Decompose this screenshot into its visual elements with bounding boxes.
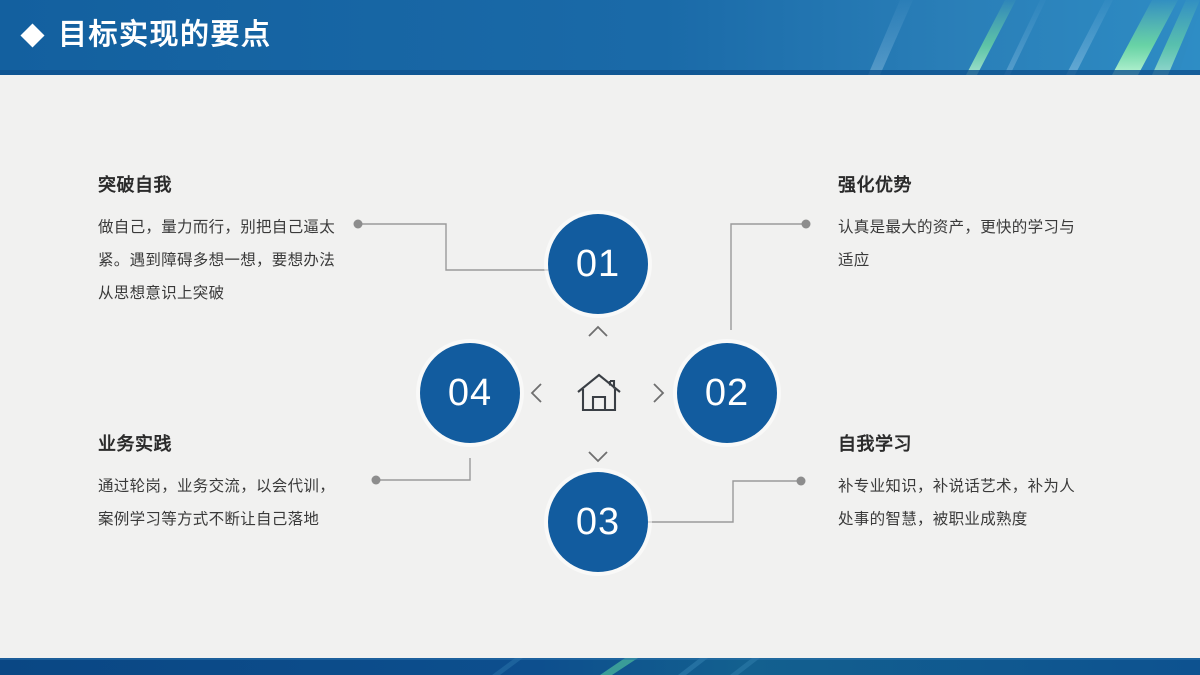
chevron-right-icon [653,383,665,403]
node-circle-04[interactable]: 04 [420,343,520,443]
connector-dot-01 [353,219,363,229]
connector-dot-04 [371,475,381,485]
chevron-down-icon [588,451,608,463]
node-number-03: 03 [575,500,621,543]
footer-light-streaks [0,658,1200,675]
block-title-bottom-right: 自我学习 [838,434,912,454]
connector-02 [730,223,802,330]
connector-04 [380,458,471,481]
chevron-up-icon [588,325,608,337]
slide-footer [0,658,1200,675]
block-body-bottom-left: 通过轮岗，业务交流，以会代训，案例学习等方式不断让自己落地 [98,478,336,528]
connector-01 [362,223,552,271]
diamond-icon [20,22,45,48]
text-block-top-left: 突破自我 做自己，量力而行，别把自己逼太紧。遇到障碍多想一想，要想办法从思想意识… [98,171,348,310]
block-body-top-left: 做自己，量力而行，别把自己逼太紧。遇到障碍多想一想，要想办法从思想意识上突破 [98,219,336,302]
block-title-bottom-left: 业务实践 [98,434,172,454]
text-block-bottom-right: 自我学习 补专业知识，补说话艺术，补为人处事的智慧，被职业成熟度 [838,430,1088,536]
header-title-group: 目标实现的要点 [20,0,272,70]
slide-header: 目标实现的要点 [0,0,1200,75]
header-light-streaks [0,0,1200,75]
home-icon [577,373,621,412]
text-block-top-right: 强化优势 认真是最大的资产，更快的学习与适应 [838,171,1088,277]
block-title-top-right: 强化优势 [838,175,912,195]
connector-dot-03 [796,476,806,486]
chevron-left-icon [530,383,542,403]
text-block-bottom-left: 业务实践 通过轮岗，业务交流，以会代训，案例学习等方式不断让自己落地 [98,430,348,536]
node-number-01: 01 [575,242,621,285]
connector-dot-02 [801,219,811,229]
node-circle-03[interactable]: 03 [548,472,648,572]
block-title-top-left: 突破自我 [98,175,172,195]
connector-lines [353,219,811,523]
node-number-04: 04 [447,371,493,414]
node-circle-02[interactable]: 02 [677,343,777,443]
block-body-bottom-right: 补专业知识，补说话艺术，补为人处事的智慧，被职业成熟度 [838,478,1076,528]
page-title: 目标实现的要点 [58,18,272,51]
connector-03 [648,480,797,523]
node-number-02: 02 [704,371,750,414]
center-diagram: 01 02 03 04 [0,75,1200,658]
block-body-top-right: 认真是最大的资产，更快的学习与适应 [838,219,1076,269]
node-circle-01[interactable]: 01 [548,214,648,314]
